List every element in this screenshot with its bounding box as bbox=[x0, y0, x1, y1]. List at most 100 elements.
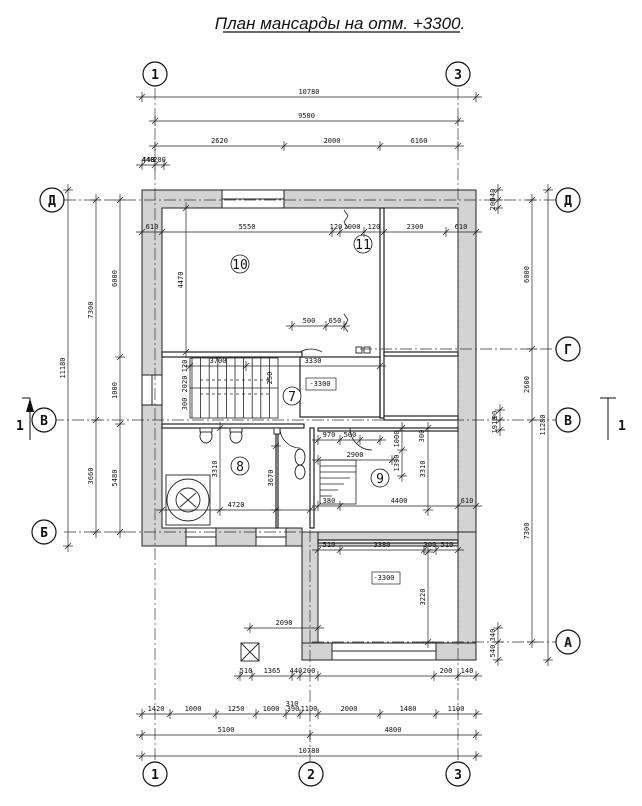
section-mark-left: 1 bbox=[16, 397, 34, 440]
axis-marker-G-right: Г bbox=[555, 336, 581, 362]
dim-room10-height: 4470 bbox=[177, 272, 185, 289]
stair bbox=[189, 357, 279, 419]
dim-room9: 1000 bbox=[393, 431, 401, 448]
svg-text:11: 11 bbox=[355, 238, 371, 253]
axis-marker-1-bottom: 1 bbox=[142, 761, 168, 787]
axis-marker-V-left: В bbox=[31, 407, 57, 433]
dim-chain-top: 2000 bbox=[324, 137, 341, 145]
dim-mid-right: 6000 bbox=[523, 266, 531, 283]
room-label-9: 9 bbox=[370, 468, 390, 488]
dim-room9: 2900 bbox=[347, 451, 364, 459]
dim-room10-lower: 650 bbox=[329, 317, 342, 325]
dim-chain-bottom: 1100 bbox=[301, 705, 318, 713]
dim-room10: 2300 bbox=[407, 223, 424, 231]
axis-marker-3-top: 3 bbox=[445, 61, 471, 87]
fixtures bbox=[165, 346, 371, 662]
svg-text:8: 8 bbox=[236, 460, 244, 475]
dim-room9: 500 bbox=[344, 431, 357, 439]
dim-extension: 1365 bbox=[264, 667, 281, 675]
svg-text:В: В bbox=[40, 414, 48, 429]
dim-outer-left: 11180 bbox=[59, 357, 67, 378]
room-label-8: 8 bbox=[230, 456, 250, 476]
svg-text:2: 2 bbox=[307, 768, 315, 783]
axis-marker-D-right: Д bbox=[555, 187, 581, 213]
level-mark: -3300 bbox=[373, 574, 394, 582]
svg-text:10: 10 bbox=[232, 258, 248, 273]
svg-text:1: 1 bbox=[16, 419, 24, 434]
dim-room9: 380 bbox=[323, 497, 336, 505]
plan-title: План мансарды на отм. +3300. bbox=[215, 14, 465, 33]
svg-text:3: 3 bbox=[454, 768, 462, 783]
axis-marker-A-right: А bbox=[555, 629, 581, 655]
dim-small-top: 200 bbox=[153, 156, 166, 164]
dim-chain-bottom: 390 bbox=[287, 705, 300, 713]
dim-room9: 3310 bbox=[419, 461, 427, 478]
dim-room10: 120 bbox=[330, 223, 343, 231]
dim-room9: 300 bbox=[418, 430, 426, 443]
axis-lines bbox=[52, 88, 560, 764]
dim-room10: 610 bbox=[146, 223, 159, 231]
dim-chain-bottom: 2000 bbox=[341, 705, 358, 713]
dim-chain-bottom: 1420 bbox=[148, 705, 165, 713]
dim-stair-top: 3330 bbox=[305, 357, 322, 365]
dim-mid-right: 7300 bbox=[523, 523, 531, 540]
dim-inner-left: 1000 bbox=[111, 382, 119, 399]
dim-chain-bottom: 1100 bbox=[448, 705, 465, 713]
svg-text:3: 3 bbox=[454, 68, 462, 83]
dim-room-lower: 3380 bbox=[374, 541, 391, 549]
svg-text:Г: Г bbox=[564, 343, 572, 358]
svg-text:А: А bbox=[564, 636, 572, 651]
dim-inner-left: 6000 bbox=[111, 270, 119, 287]
dim-overall-top: 10780 bbox=[298, 88, 319, 96]
dim-room9: 970 bbox=[323, 431, 336, 439]
dim-room10: 5550 bbox=[239, 223, 256, 231]
room-label-11: 11 bbox=[353, 234, 373, 254]
dim-mid-left: 3660 bbox=[87, 468, 95, 485]
dim-stair-left: 2020 bbox=[181, 376, 189, 393]
svg-text:Б: Б bbox=[40, 526, 48, 541]
dim-mid-left: 7300 bbox=[87, 302, 95, 319]
dim-extension: 200 bbox=[303, 667, 316, 675]
dim-mid-right: 2600 bbox=[523, 376, 531, 393]
axis-marker-V-right: В bbox=[555, 407, 581, 433]
dim-room8: 3310 bbox=[211, 461, 219, 478]
svg-text:Д: Д bbox=[48, 194, 56, 209]
dim-outer-right: 11280 bbox=[539, 414, 547, 435]
dim-chain-top: 6160 bbox=[411, 137, 428, 145]
svg-text:1: 1 bbox=[151, 68, 159, 83]
level-mark: -3300 bbox=[309, 380, 330, 388]
room-label-10: 10 bbox=[230, 254, 250, 274]
axis-marker-2-bottom: 2 bbox=[298, 761, 324, 787]
dim-room-lower: 300 bbox=[424, 541, 437, 549]
section-mark-right: 1 bbox=[600, 397, 626, 440]
dim-room9: 610 bbox=[461, 497, 474, 505]
dim-room9: 4400 bbox=[391, 497, 408, 505]
dim-room10: 1000 bbox=[344, 223, 361, 231]
dim-middle-bottom: 4800 bbox=[385, 726, 402, 734]
dimension-lines bbox=[63, 92, 553, 761]
dim-room8: 4720 bbox=[228, 501, 245, 509]
axis-marker-3-bottom: 3 bbox=[445, 761, 471, 787]
dim-extension: 310 bbox=[286, 700, 299, 708]
svg-text:7: 7 bbox=[288, 390, 296, 405]
dim-small-right: 340 bbox=[489, 629, 497, 642]
doors bbox=[279, 209, 373, 451]
dim-stair-left: 300 bbox=[181, 398, 189, 411]
svg-text:1: 1 bbox=[151, 768, 159, 783]
dim-chain-top: 2620 bbox=[211, 137, 228, 145]
dim-small-right: 200 bbox=[489, 198, 497, 211]
dim-small-right: 540 bbox=[489, 645, 497, 658]
dim-overall-bottom: 10780 bbox=[298, 747, 319, 755]
dim-chain-bottom: 1000 bbox=[263, 705, 280, 713]
dim-room9: 1390 bbox=[393, 455, 401, 472]
dim-small-right: 540 bbox=[489, 189, 497, 202]
dim-room-lower: 510 bbox=[441, 541, 454, 549]
svg-text:Д: Д bbox=[564, 194, 572, 209]
dim-extension: 510 bbox=[240, 667, 253, 675]
windows bbox=[141, 189, 437, 661]
dim-small-top: 440 bbox=[142, 156, 155, 164]
axis-marker-1-top: 1 bbox=[142, 61, 168, 87]
axis-marker-B-left: Б bbox=[31, 519, 57, 545]
axis-marker-D-left: Д bbox=[39, 187, 65, 213]
dim-room-lower: 3220 bbox=[419, 589, 427, 606]
